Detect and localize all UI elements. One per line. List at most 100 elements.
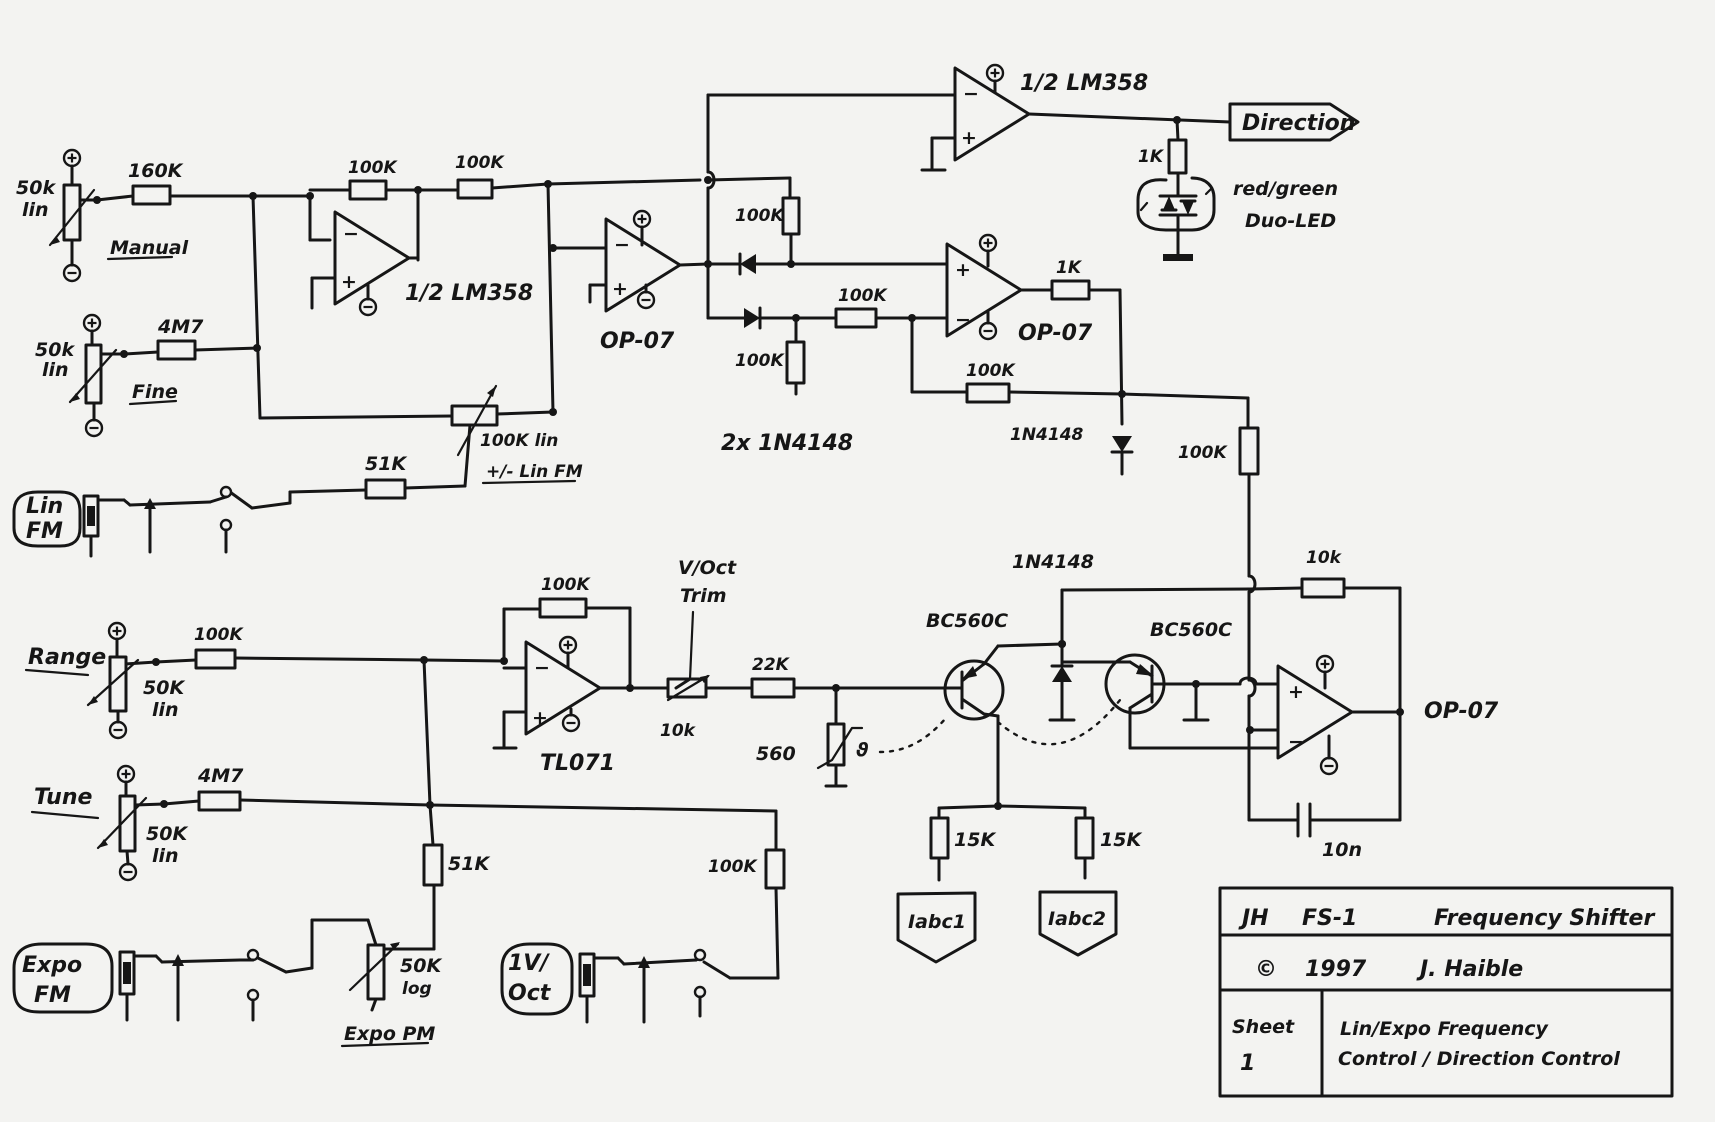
resistor-100k-feedback-tl071	[538, 597, 588, 619]
voct-jack	[500, 942, 702, 1024]
opamp-tl071-label: TL071	[540, 751, 615, 776]
opamp-op07-c: + −	[1276, 664, 1354, 760]
expo-fm-jack-label-1: Expo	[22, 953, 82, 978]
lin-fm-jack-label-2: FM	[26, 519, 63, 544]
svg-text:+: +	[961, 127, 977, 149]
expo-fm-pot-value: 50K	[400, 955, 442, 977]
fine-pot	[68, 313, 128, 438]
resistor-100k-c	[834, 307, 878, 329]
manual-pot	[48, 148, 101, 283]
title-copyright-symbol: ©	[1255, 957, 1277, 982]
expo-fm-pot	[348, 918, 400, 1012]
ptc-symbol: ϑ	[856, 739, 869, 761]
voct-jack-label-2: Oct	[508, 981, 552, 1006]
opamp-lm358-a: − +	[333, 210, 411, 306]
resistor-100k-input-2-label: 100K	[455, 153, 505, 173]
diode-1n4148-b	[1052, 666, 1072, 682]
resistor-1k-out-label: 1K	[1056, 258, 1083, 278]
resistor-51k-lin-label: 51K	[365, 453, 407, 475]
opamp-op07-b-label: OP-07	[1018, 321, 1093, 346]
voct-trim-value: 10k	[660, 721, 697, 741]
opamp-tl071: − +	[524, 640, 602, 736]
negative-supply-icon	[358, 297, 378, 317]
direction-output-label: Direction	[1242, 111, 1355, 136]
resistor-10k	[1300, 577, 1346, 599]
transistor-bc560c-2	[1060, 653, 1198, 750]
fine-pot-label: Fine	[132, 381, 178, 403]
positive-supply-icon	[558, 635, 578, 655]
lin-fm-jack-label-1: Lin	[26, 494, 63, 519]
transistor-bc560c-1-label: BC560C	[926, 610, 1008, 632]
diode-1n4148-lower	[744, 308, 760, 328]
expo-fm-pot-taper: log	[402, 979, 432, 999]
capacitor-10n-label: 10n	[1322, 839, 1362, 861]
linfm-pot-name: +/- Lin FM	[486, 462, 583, 482]
resistor-100k-c-label: 100K	[838, 286, 888, 306]
resistor-15k-2	[1074, 816, 1095, 860]
svg-text:+: +	[1288, 681, 1304, 703]
resistor-100k-feedback-3	[965, 382, 1011, 404]
tune-pot-label: Tune	[34, 785, 92, 810]
linfm-pot	[450, 404, 499, 427]
expo-fm-jack	[12, 942, 255, 1022]
positive-supply-icon	[978, 233, 998, 253]
positive-supply-icon	[632, 209, 652, 229]
resistor-100k-voct	[764, 848, 786, 890]
direction-output-connector	[1228, 102, 1360, 142]
resistor-1k-led	[1167, 138, 1188, 175]
lin-fm-jack	[12, 490, 228, 558]
resistor-160k-label: 160K	[128, 160, 184, 182]
title-sheet-title-1: Lin/Expo Frequency	[1340, 1018, 1550, 1040]
range-pot-value: 50K	[143, 677, 185, 699]
resistor-100k-a-label: 100K	[735, 206, 785, 226]
title-sheet-number: 1	[1240, 1051, 1255, 1076]
resistor-51k-lin	[364, 478, 407, 500]
title-sheet-label: Sheet	[1232, 1016, 1295, 1038]
resistor-100k-feedback-1-label: 100K	[348, 158, 398, 178]
resistor-100k-range-label: 100K	[194, 625, 244, 645]
resistor-10k-label: 10k	[1306, 548, 1343, 568]
resistor-1k-out	[1050, 279, 1091, 301]
svg-text:+: +	[955, 259, 971, 281]
title-sheet-title-2: Control / Direction Control	[1338, 1048, 1620, 1070]
svg-text:−: −	[343, 223, 359, 245]
transistor-bc560c-1	[942, 644, 1005, 721]
ptc-560-value: 560	[756, 743, 796, 765]
range-pot-taper: lin	[152, 699, 179, 721]
resistor-4m7-fine-label: 4M7	[157, 316, 204, 338]
opamp-lm358-a-label: 1/2 LM358	[405, 281, 533, 306]
positive-supply-icon	[107, 621, 127, 641]
resistor-4m7-fine	[156, 339, 197, 361]
resistor-100k-feedback-tl071-label: 100K	[541, 575, 591, 595]
resistor-100k-feedback-1	[348, 179, 388, 201]
resistor-15k-1-label: 15K	[954, 829, 996, 851]
resistor-4m7-tune	[197, 790, 242, 812]
expo-fm-jack-label-2: FM	[34, 983, 71, 1008]
resistor-100k-range	[194, 648, 237, 670]
iabc2-output-connector	[1038, 890, 1118, 957]
positive-supply-icon	[62, 148, 82, 168]
tune-pot-value: 50K	[146, 823, 188, 845]
diode-1n4148-upper	[740, 254, 756, 274]
resistor-51k-expo	[422, 843, 444, 887]
svg-text:−: −	[614, 234, 630, 256]
diode-1n4148-b-label: 1N4148	[1012, 551, 1094, 573]
led-label-1: red/green	[1233, 178, 1338, 200]
negative-supply-icon	[561, 713, 581, 733]
tune-pot	[96, 764, 168, 882]
resistor-100k-feedback-3-label: 100K	[966, 361, 1016, 381]
linfm-pot-value: 100K lin	[480, 431, 558, 451]
resistor-100k-b	[785, 340, 806, 385]
negative-supply-icon	[62, 263, 82, 283]
opamp-lm358-b-label: 1/2 LM358	[1020, 71, 1148, 96]
tune-pot-taper: lin	[152, 845, 179, 867]
voct-jack-label-1: 1V/	[508, 951, 550, 976]
resistor-22k	[750, 677, 796, 699]
diode-1n4148-a-label: 1N4148	[1010, 425, 1084, 445]
title-project-id: JH	[1238, 906, 1269, 931]
opamp-op07-c-label: OP-07	[1424, 699, 1499, 724]
svg-text:−: −	[963, 83, 979, 105]
svg-text:+: +	[612, 278, 628, 300]
negative-supply-icon	[118, 862, 138, 882]
